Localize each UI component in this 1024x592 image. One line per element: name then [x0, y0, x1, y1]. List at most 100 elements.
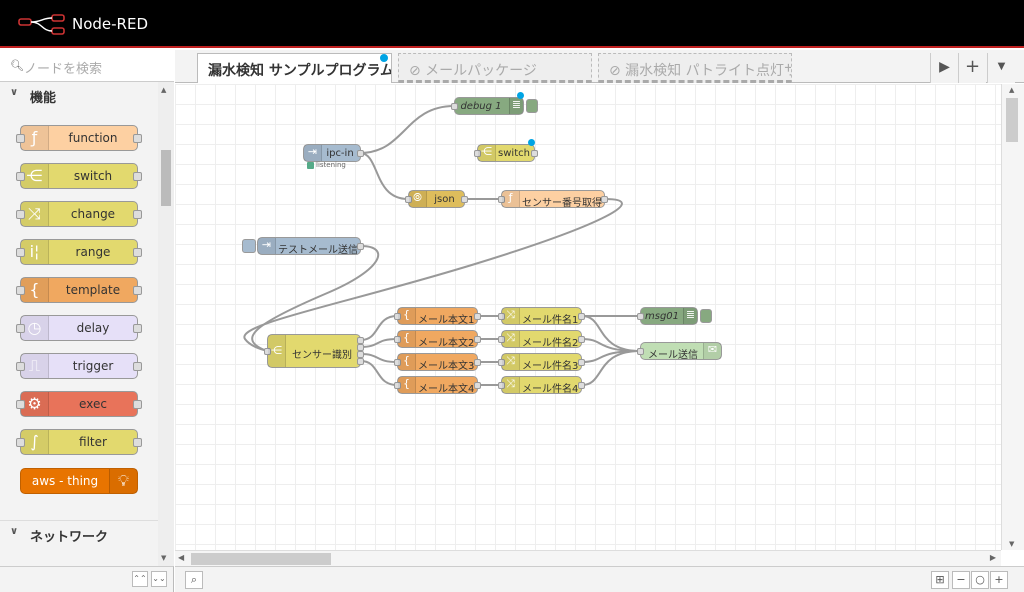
palette-node-label: range	[75, 245, 111, 259]
header-bar: Node-RED	[0, 0, 1024, 48]
node-label: ipc-in	[326, 148, 354, 159]
palette-node-delay[interactable]: ◷ delay	[16, 315, 142, 341]
flow-node-sensor-identify[interactable]: ⋲ センサー識別	[264, 334, 364, 368]
expand-all-icon[interactable]: ⌄⌄	[151, 571, 167, 587]
switch-icon: ⋲	[478, 145, 496, 161]
flow-node-mail-body-4[interactable]: { メール本文4	[394, 376, 481, 395]
node-label: メール本文2	[418, 338, 475, 349]
flow-node-mail-subject-3[interactable]: ⤨ メール件名3	[498, 353, 585, 372]
inject-button[interactable]	[242, 239, 256, 253]
palette-search[interactable]: 🔍︎ ノードを検索	[0, 50, 174, 82]
workspace-footer: ⌕ ⊞ − ○ +	[175, 566, 1024, 592]
add-tab-icon[interactable]: +	[958, 53, 986, 83]
flow-workspace[interactable]: debug 1 ≣ ⇥ ipc-in listening ⋲ switch ⦾ …	[175, 84, 1001, 550]
node-changed-indicator	[517, 92, 524, 99]
workspace-vertical-scrollbar[interactable]: ▲ ▼	[1001, 84, 1024, 550]
zoom-reset-icon[interactable]: ○	[971, 571, 989, 589]
palette-node-filter[interactable]: ∫ filter	[16, 429, 142, 455]
flow-node-switch[interactable]: ⋲ switch	[474, 144, 538, 162]
palette-node-function[interactable]: ƒ function	[16, 125, 142, 151]
zoom-out-icon[interactable]: −	[952, 571, 970, 589]
debug-icon: ≣	[683, 308, 697, 324]
vertical-scroll-thumb[interactable]	[1006, 98, 1018, 142]
flow-node-sensor-number-get[interactable]: ƒ センサー番号取得	[498, 190, 608, 209]
palette-node-template[interactable]: { template	[16, 277, 142, 303]
flow-node-ipc-in[interactable]: ⇥ ipc-in	[303, 144, 364, 162]
node-label: debug 1	[460, 101, 502, 112]
flow-node-debug1[interactable]: debug 1 ≣	[451, 97, 524, 115]
debug-toggle-button[interactable]	[526, 99, 538, 113]
debug-toggle-button[interactable]	[700, 309, 712, 323]
change-icon: ⤨	[21, 202, 49, 226]
map-icon[interactable]: ⊞	[931, 571, 949, 589]
tab-menu-chevron-down-icon[interactable]: ▼	[987, 53, 1015, 83]
template-icon: {	[398, 354, 416, 370]
scroll-down-icon[interactable]: ▼	[161, 554, 167, 562]
node-label: メール件名2	[522, 338, 579, 349]
palette-node-label: template	[65, 283, 121, 297]
palette-node-label: change	[70, 207, 116, 221]
flow-node-mail-subject-2[interactable]: ⤨ メール件名2	[498, 330, 585, 349]
palette-node-exec[interactable]: ⚙ exec	[16, 391, 142, 417]
arrow-in-icon: ⇥	[304, 145, 322, 161]
scroll-down-icon[interactable]: ▼	[1009, 540, 1015, 548]
palette-node-label: function	[68, 131, 118, 145]
tab-leak-detection-sample[interactable]: 漏水検知 サンプルプログラム	[197, 53, 392, 83]
scroll-up-icon[interactable]: ▲	[1009, 86, 1015, 94]
node-label: センサー識別	[292, 350, 352, 361]
collapse-all-icon[interactable]: ⌃⌃	[132, 571, 148, 587]
search-flows-icon[interactable]: ⌕	[185, 571, 203, 589]
range-icon: i¦	[21, 240, 49, 264]
node-label: メール件名1	[522, 315, 579, 326]
palette-search-input[interactable]: ノードを検索	[24, 62, 103, 77]
switch-icon: ⋲	[21, 164, 49, 188]
flow-node-test-mail[interactable]: ⇥ テストメール送信	[257, 237, 364, 256]
wire	[581, 338, 641, 352]
palette-node-label: filter	[79, 435, 107, 449]
palette-category-function[interactable]: ∨ 機能	[0, 82, 158, 110]
palette-category-network[interactable]: ∨ ネットワーク	[0, 520, 158, 548]
palette-node-aws-thing[interactable]: aws - thing 💡︎	[20, 468, 138, 494]
node-red-logo-icon	[18, 14, 65, 35]
tab-scroll-right-icon[interactable]: ▶	[930, 53, 958, 83]
flow-node-mail-send[interactable]: メール送信 ✉	[637, 342, 722, 361]
zoom-in-icon[interactable]: +	[990, 571, 1008, 589]
node-label: メール本文3	[418, 361, 475, 372]
horizontal-scroll-thumb[interactable]	[191, 553, 331, 565]
tab-mail-package[interactable]: ⊘ メールパッケージ	[398, 53, 592, 83]
change-icon: ⤨	[502, 331, 520, 347]
flow-node-mail-subject-1[interactable]: ⤨ メール件名1	[498, 307, 585, 326]
palette-node-range[interactable]: i¦ range	[16, 239, 142, 265]
tab-patlite-sample[interactable]: ⊘ 漏水検知 パトライト点灯サンプル	[598, 53, 792, 83]
wire	[359, 105, 455, 154]
flow-node-msg01[interactable]: msg01 ≣	[637, 307, 698, 325]
palette-scroll-thumb[interactable]	[161, 150, 171, 206]
inject-icon: ⇥	[258, 238, 276, 254]
scroll-left-icon[interactable]: ◀	[178, 553, 185, 562]
palette-node-change[interactable]: ⤨ change	[16, 201, 142, 227]
palette-node-switch[interactable]: ⋲ switch	[16, 163, 142, 189]
flow-node-mail-body-1[interactable]: { メール本文1	[394, 307, 481, 326]
wire	[360, 315, 398, 341]
exec-icon: ⚙	[21, 392, 49, 416]
palette-node-label: exec	[79, 397, 107, 411]
lightbulb-icon: 💡︎	[109, 469, 137, 493]
flow-node-mail-subject-4[interactable]: ⤨ メール件名4	[498, 376, 585, 395]
json-icon: ⦾	[409, 191, 427, 207]
template-icon: {	[21, 278, 49, 302]
palette-footer: ⌃⌃ ⌄⌄	[0, 566, 174, 592]
app-title: Node-RED	[72, 15, 149, 33]
palette-node-label: aws - thing	[31, 474, 99, 488]
scroll-right-icon[interactable]: ▶	[989, 553, 996, 562]
palette-node-trigger[interactable]: ⎍ trigger	[16, 353, 142, 379]
palette-scrollbar[interactable]: ▲ ▼	[158, 82, 174, 566]
flow-node-json[interactable]: ⦾ json	[405, 190, 468, 208]
scroll-up-icon[interactable]: ▲	[161, 86, 167, 94]
flow-node-mail-body-2[interactable]: { メール本文2	[394, 330, 481, 349]
chevron-down-icon: ∨	[10, 87, 19, 98]
workspace-horizontal-scrollbar[interactable]: ◀ ▶	[175, 550, 1001, 566]
node-label: メール件名4	[522, 384, 579, 395]
flow-node-mail-body-3[interactable]: { メール本文3	[394, 353, 481, 372]
node-label: センサー番号取得	[522, 198, 602, 209]
template-icon: {	[398, 331, 416, 347]
